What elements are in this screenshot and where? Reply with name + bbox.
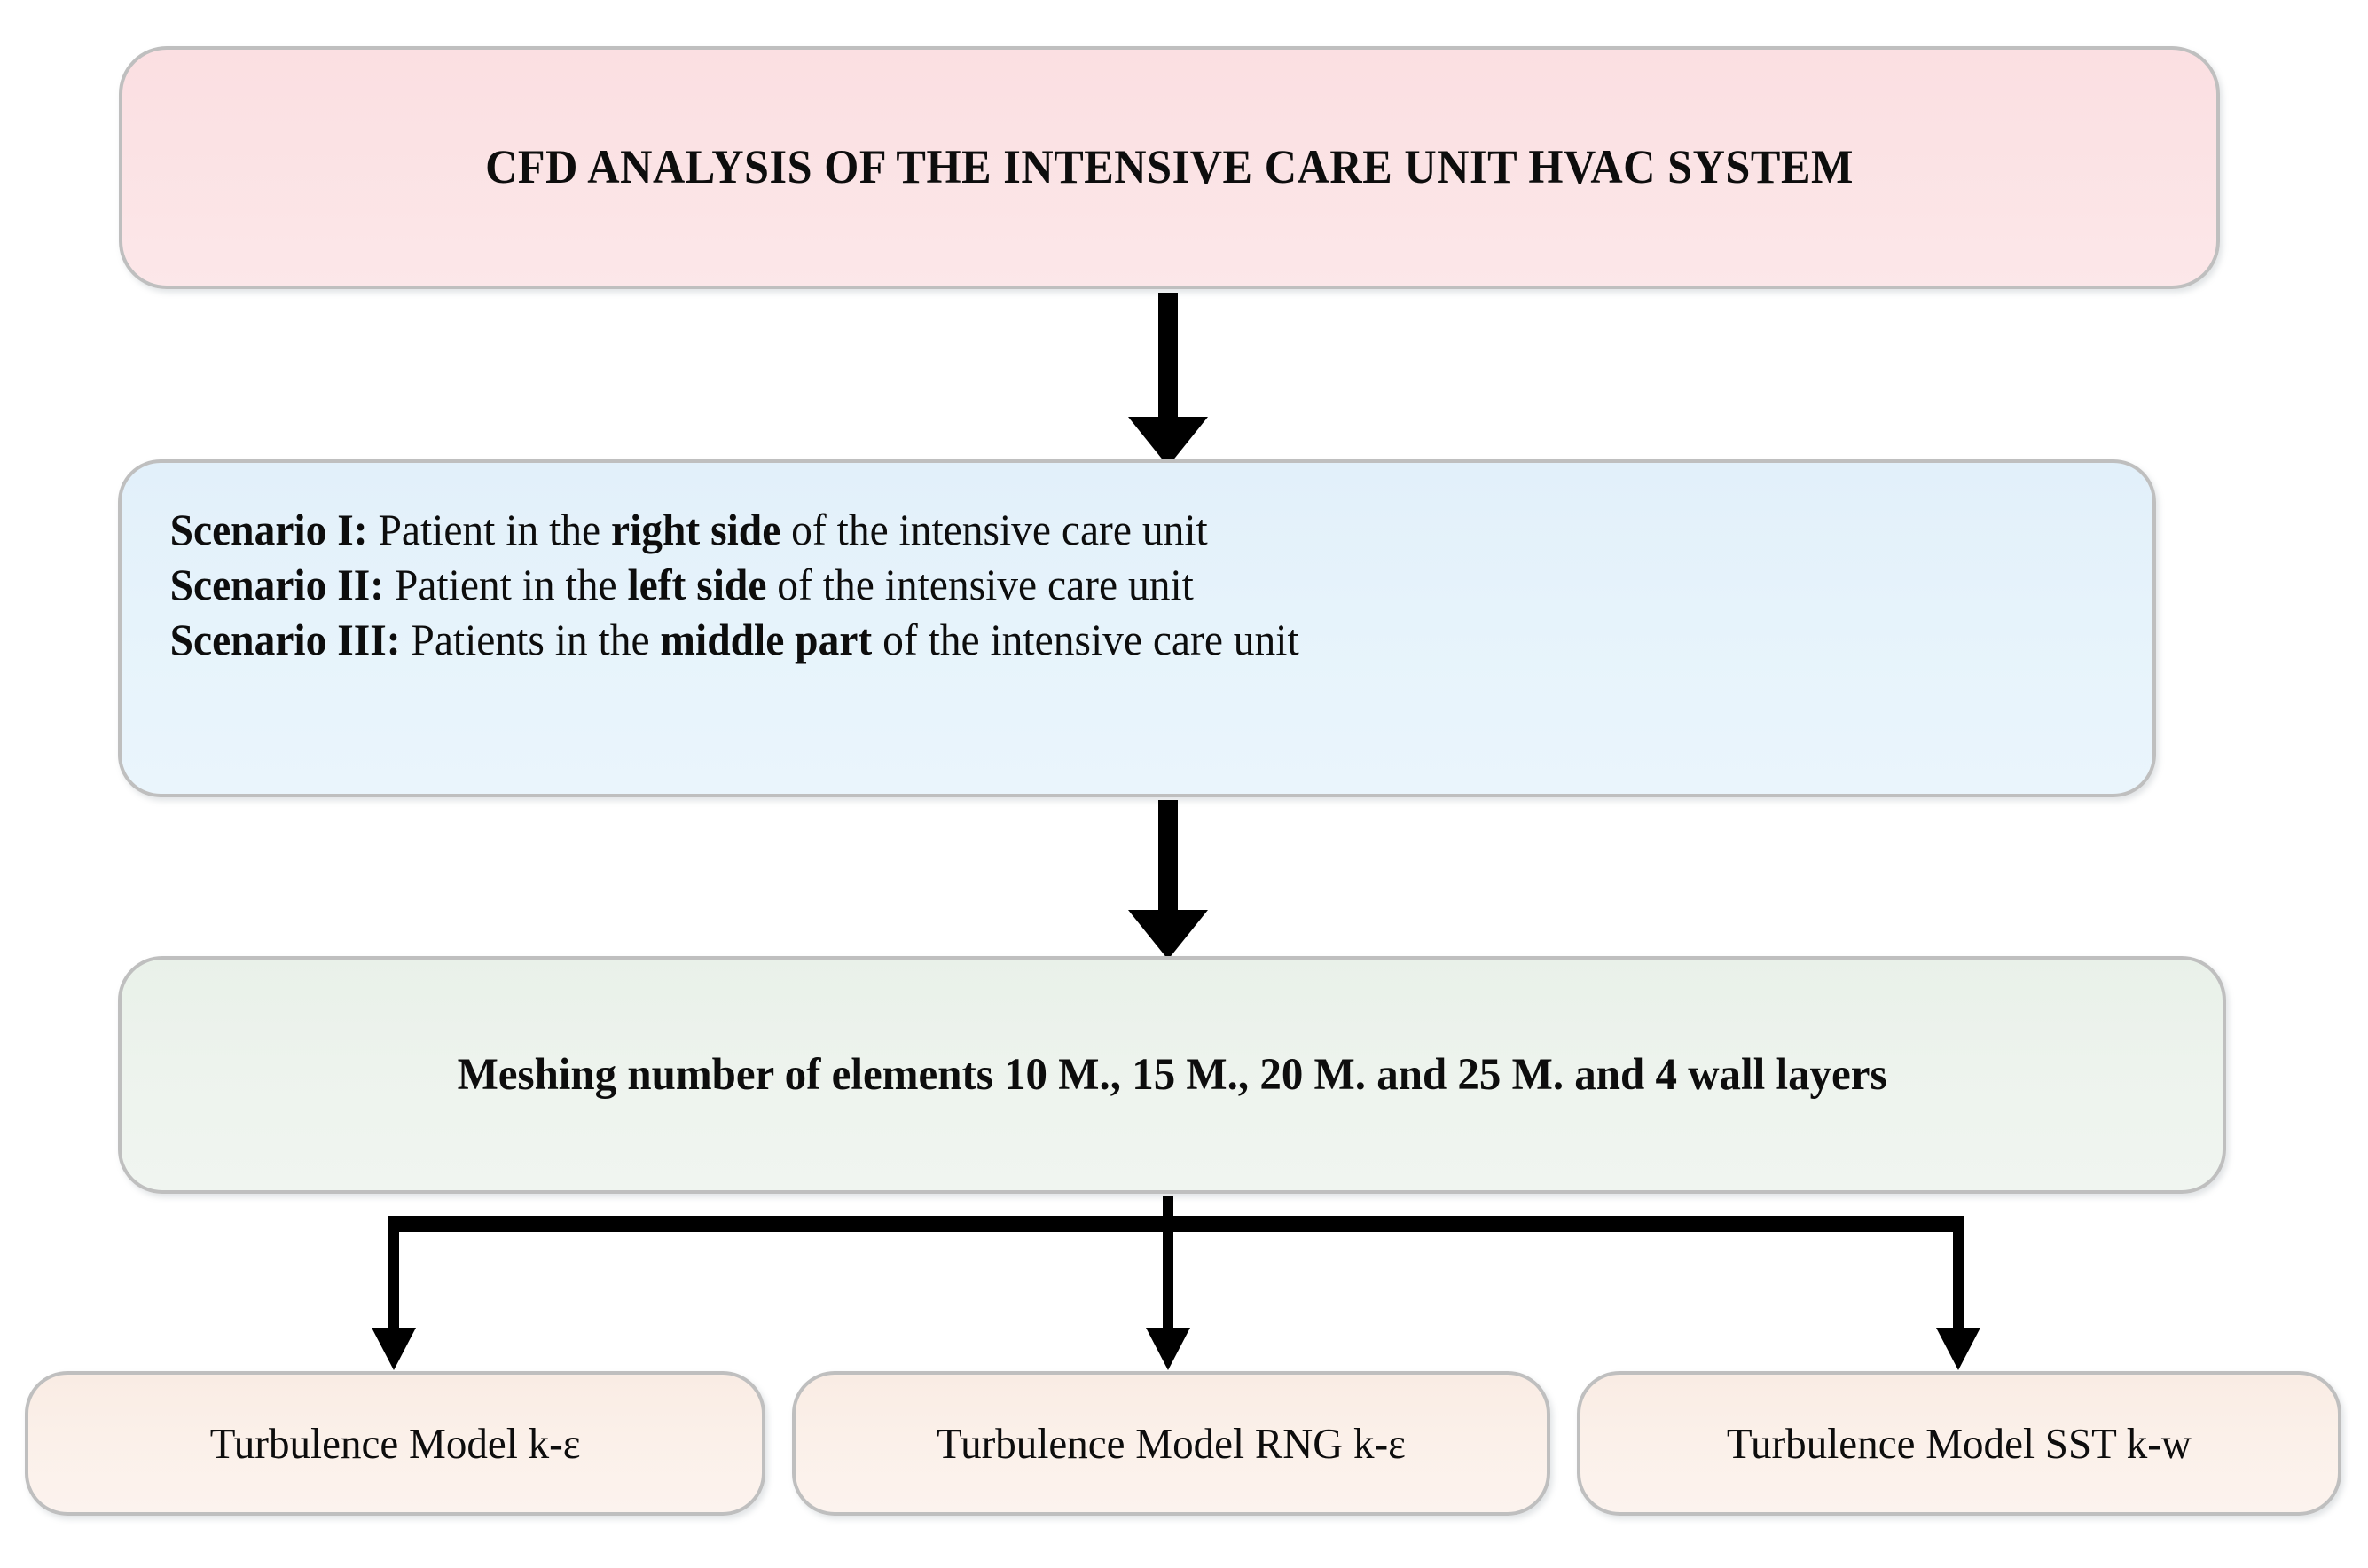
meshing-node-label: Meshing number of elements 10 M., 15 M.,… bbox=[457, 1050, 1887, 1100]
connector-branch-arrowhead-right-icon bbox=[1936, 1328, 1980, 1370]
connector-scenario-to-meshing-arrowhead-icon bbox=[1128, 910, 1208, 960]
turbulence-model-node-2: Turbulence Model RNG k-ε bbox=[792, 1371, 1550, 1516]
turbulence-model-node-1-label: Turbulence Model k-ε bbox=[209, 1419, 581, 1468]
scenario-line-1-mid: Patient in the bbox=[367, 505, 611, 554]
scenario-line-1-prefix: Scenario I: bbox=[169, 505, 368, 554]
scenario-line-1: Scenario I: Patient in the right side of… bbox=[146, 502, 2052, 557]
turbulence-model-node-3-label: Turbulence Model SST k-w bbox=[1726, 1419, 2192, 1468]
connector-scenario-to-meshing-shaft bbox=[1158, 800, 1178, 922]
scenario-line-2-suffix: of the intensive care unit bbox=[766, 560, 1194, 609]
title-node: CFD ANALYSIS OF THE INTENSIVE CARE UNIT … bbox=[119, 46, 2220, 289]
turbulence-model-node-3: Turbulence Model SST k-w bbox=[1577, 1371, 2341, 1516]
scenario-node: Scenario I: Patient in the right side of… bbox=[118, 459, 2156, 797]
meshing-node: Meshing number of elements 10 M., 15 M.,… bbox=[118, 956, 2226, 1194]
scenario-line-2-mid: Patient in the bbox=[384, 560, 628, 609]
connector-branch-drop-left bbox=[388, 1216, 399, 1337]
scenario-line-3-prefix: Scenario III: bbox=[169, 615, 401, 664]
connector-title-to-scenario-arrowhead-icon bbox=[1128, 417, 1208, 466]
connector-branch-drop-center bbox=[1163, 1216, 1173, 1337]
scenario-line-2: Scenario II: Patient in the left side of… bbox=[146, 557, 2052, 612]
connector-title-to-scenario-shaft bbox=[1158, 293, 1178, 427]
scenario-line-1-emphasis: right side bbox=[610, 505, 781, 554]
title-node-label: CFD ANALYSIS OF THE INTENSIVE CARE UNIT … bbox=[485, 140, 1854, 194]
connector-branch-arrowhead-center-icon bbox=[1146, 1328, 1190, 1370]
scenario-line-2-prefix: Scenario II: bbox=[169, 560, 385, 609]
scenario-line-3-suffix: of the intensive care unit bbox=[872, 615, 1299, 664]
scenario-line-2-emphasis: left side bbox=[627, 560, 767, 609]
scenario-line-3-mid: Patients in the bbox=[400, 615, 661, 664]
connector-branch-arrowhead-left-icon bbox=[372, 1328, 416, 1370]
scenario-line-3-emphasis: middle part bbox=[660, 615, 873, 664]
scenario-line-3: Scenario III: Patients in the middle par… bbox=[146, 612, 2052, 667]
connector-branch-drop-right bbox=[1953, 1216, 1964, 1337]
turbulence-model-node-2-label: Turbulence Model RNG k-ε bbox=[937, 1419, 1406, 1468]
turbulence-model-node-1: Turbulence Model k-ε bbox=[25, 1371, 765, 1516]
scenario-line-1-suffix: of the intensive care unit bbox=[780, 505, 1208, 554]
connector-branch-bar bbox=[388, 1216, 1964, 1232]
